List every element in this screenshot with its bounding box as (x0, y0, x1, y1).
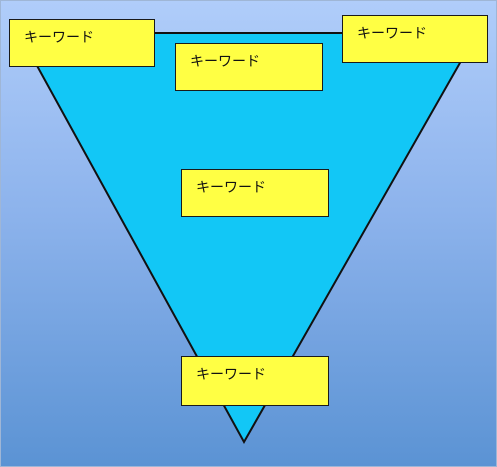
keyword-label: キーワード (24, 30, 94, 46)
keyword-label: キーワード (357, 26, 427, 42)
keyword-box-middle[interactable]: キーワード (181, 169, 329, 217)
keyword-box-top-left[interactable]: キーワード (9, 19, 155, 67)
keyword-box-top-center[interactable]: キーワード (175, 43, 323, 91)
keyword-box-top-right[interactable]: キーワード (342, 15, 488, 63)
keyword-label: キーワード (190, 54, 260, 70)
keyword-label: キーワード (196, 367, 266, 383)
keyword-label: キーワード (196, 180, 266, 196)
inverted-triangle (17, 32, 479, 445)
keyword-box-bottom[interactable]: キーワード (181, 356, 329, 406)
